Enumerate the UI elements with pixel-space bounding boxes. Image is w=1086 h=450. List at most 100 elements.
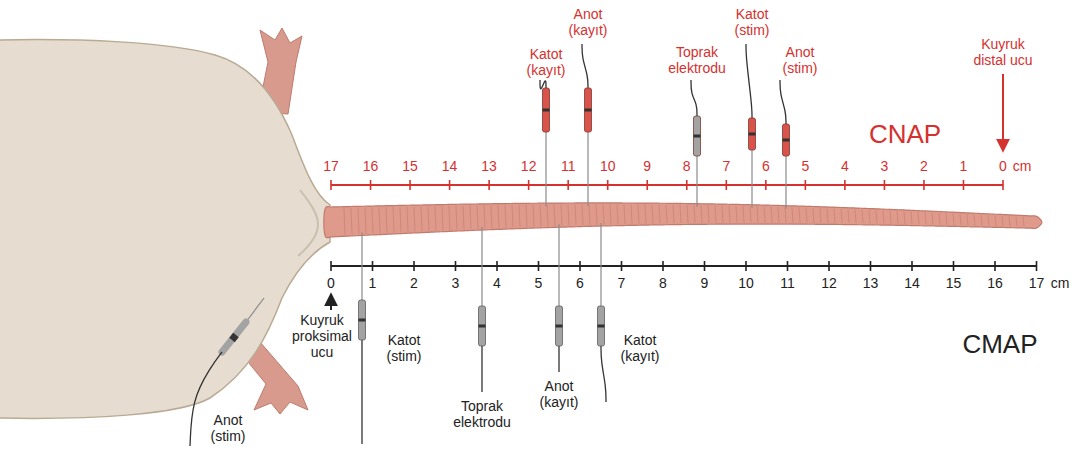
ruler-tick — [911, 261, 913, 271]
ruler-tick — [953, 261, 955, 271]
tail-ring — [729, 206, 730, 223]
tail-ring — [750, 206, 751, 222]
recording-title: CNAP — [869, 120, 941, 150]
tail-ring — [792, 207, 793, 222]
tail-ring — [456, 206, 457, 230]
electrode-label: Katot (stim) — [725, 6, 779, 38]
electrode-wire — [691, 80, 697, 116]
end-label: Kuyruk proksimal ucu — [286, 312, 358, 360]
ruler-tick — [496, 261, 498, 271]
ruler-number: 7 — [722, 158, 730, 174]
tail-ring — [981, 215, 982, 225]
ruler-tick — [704, 261, 706, 271]
tail-ring — [932, 213, 933, 225]
tail-ring — [897, 211, 898, 224]
tail-ring — [519, 205, 520, 227]
ruler-number: 17 — [323, 158, 339, 174]
electrode-needle — [558, 224, 559, 306]
tail-ring — [470, 206, 471, 229]
electrode-wire — [601, 346, 606, 402]
ruler-tick — [370, 180, 372, 190]
tail-ring — [624, 204, 625, 224]
electrode-needle — [587, 132, 588, 206]
tail-ring — [512, 205, 513, 227]
electrode-label: Katot (kayıt) — [519, 46, 573, 78]
ruler-tick — [765, 180, 767, 190]
cnap-ruler — [331, 184, 1003, 186]
tail-ring — [596, 204, 597, 224]
tail-ring — [995, 216, 996, 226]
tail-ring — [344, 208, 345, 235]
ruler-number: 1 — [369, 275, 377, 291]
tail-ring — [351, 208, 352, 234]
tail-ring — [680, 205, 681, 223]
electrode-needle — [600, 223, 601, 306]
tail-ring — [883, 211, 884, 224]
tail-ring — [848, 209, 849, 223]
tail-ring — [960, 214, 961, 225]
ruler-tick — [455, 261, 457, 271]
ruler-tick — [844, 180, 846, 190]
ruler-number: 6 — [576, 275, 584, 291]
ruler-number: 5 — [801, 158, 809, 174]
ruler-number: 5 — [535, 275, 543, 291]
ruler-number: 12 — [821, 275, 837, 291]
tail-ring — [449, 206, 450, 230]
ruler-number: 3 — [881, 158, 889, 174]
tail-ring — [834, 209, 835, 223]
tail-ring — [484, 205, 485, 228]
electrode-label: Katot (kayıt) — [613, 332, 667, 364]
ruler-tick — [621, 261, 623, 271]
tail-ring — [442, 206, 443, 230]
electrode-wire — [746, 44, 752, 118]
tail-ring — [533, 205, 534, 227]
tail-ring — [491, 205, 492, 228]
ruler-number: 11 — [780, 275, 795, 291]
electrode-label: Anot (kayıt) — [532, 378, 586, 410]
ruler-number: 1 — [960, 158, 968, 174]
tail-ring — [421, 206, 422, 231]
tail-ring — [526, 205, 527, 227]
electrode-needle — [751, 150, 752, 208]
tail-ring — [974, 215, 975, 226]
electrode-body — [598, 306, 605, 346]
unit-label: cm — [1013, 158, 1032, 174]
electrode-needle — [785, 156, 786, 209]
tail-ring — [610, 204, 611, 224]
ruler-tick — [372, 261, 374, 271]
tail-ring — [694, 205, 695, 223]
tail-ring — [400, 207, 401, 232]
tail-ring — [561, 205, 562, 226]
tail-ring — [904, 211, 905, 223]
electrode-band — [783, 139, 790, 142]
ruler-number: 0 — [327, 275, 335, 291]
tail-ring — [1023, 217, 1024, 226]
tail-ring — [393, 207, 394, 232]
electrode-label: Anot (stim) — [773, 44, 827, 76]
electrode-label: Toprak elektrodu — [446, 398, 518, 430]
tail-ring — [659, 205, 660, 224]
ruler-tick — [745, 261, 747, 271]
ruler-tick — [963, 180, 965, 190]
ruler-tick — [528, 180, 530, 190]
tail-ring — [645, 205, 646, 224]
ruler-tick — [725, 180, 727, 190]
tail-ring — [855, 209, 856, 223]
tail-ring — [540, 205, 541, 227]
ruler-tick — [646, 180, 648, 190]
tail-ring — [414, 207, 415, 232]
electrode-band — [232, 335, 236, 340]
ruler-number: 17 — [1029, 275, 1045, 291]
ruler-number: 14 — [904, 275, 920, 291]
ruler-number: 14 — [442, 158, 458, 174]
tail-ring — [771, 207, 772, 223]
electrode-wire — [481, 346, 482, 392]
tail-ring — [687, 205, 688, 223]
tail-ring — [988, 215, 989, 225]
tail-ring — [498, 205, 499, 228]
tail-ring — [813, 208, 814, 223]
electrode-needle — [361, 232, 362, 300]
tail-ring — [743, 206, 744, 223]
tail-ring — [435, 206, 436, 230]
